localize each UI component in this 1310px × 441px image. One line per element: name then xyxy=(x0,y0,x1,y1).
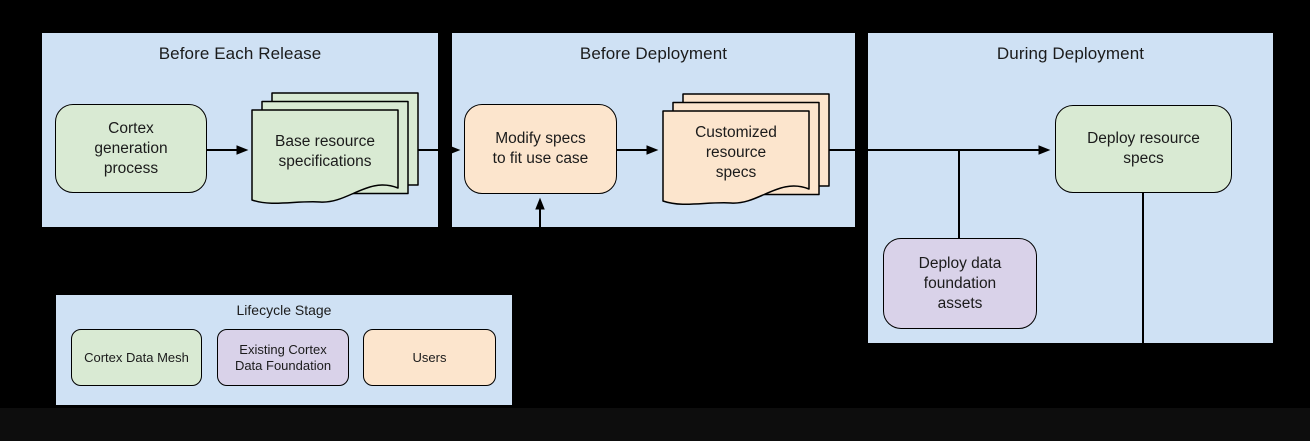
document-stack-base-resource-specs xyxy=(251,92,419,205)
node-label: Deploy data foundation assets xyxy=(918,254,1002,312)
document-label: Base resource specifications xyxy=(275,133,375,170)
stack-page-front xyxy=(251,109,399,205)
node-label: Deploy resource specs xyxy=(1087,130,1200,167)
panel-title: During Deployment xyxy=(996,44,1145,63)
document-stack-customized-resource-specs xyxy=(662,93,830,206)
node-modify-specs: Modify specs to fit use case xyxy=(464,104,617,194)
legend-title: Lifecycle Stage xyxy=(236,302,332,318)
node-label: Cortex generation process xyxy=(94,119,168,177)
node-label: Modify specs to fit use case xyxy=(492,130,589,167)
legend-panel: Lifecycle Stage Cortex Data Mesh Existin… xyxy=(56,295,512,405)
legend-item-label: Cortex Data Mesh xyxy=(84,349,189,365)
page-background-strip xyxy=(0,408,1310,441)
legend-item-label: Users xyxy=(412,349,447,365)
legend-item-label: Existing Cortex Data Foundation xyxy=(234,341,332,373)
stack-page-front xyxy=(662,110,810,206)
node-deploy-resource-specs: Deploy resource specs xyxy=(1055,105,1232,193)
document-label: Customized resource specs xyxy=(695,124,777,181)
panel-title: Before Deployment xyxy=(579,44,728,63)
panel-title: Before Each Release xyxy=(158,44,322,63)
node-cortex-generation-process: Cortex generation process xyxy=(55,104,207,193)
legend-item-cortex-data-mesh: Cortex Data Mesh xyxy=(71,329,202,386)
legend-item-existing-cortex-data-foundation: Existing Cortex Data Foundation xyxy=(217,329,349,386)
node-deploy-data-foundation-assets: Deploy data foundation assets xyxy=(883,238,1037,329)
legend-item-users: Users xyxy=(363,329,496,386)
